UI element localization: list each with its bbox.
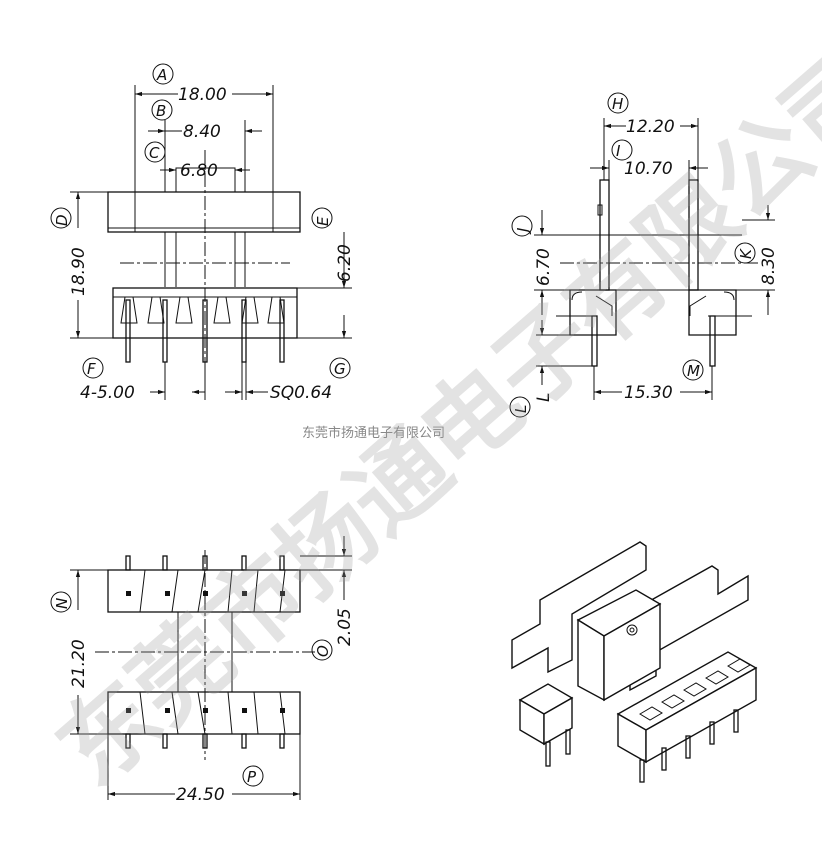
dim-o-value: 2.05	[335, 608, 355, 646]
dim-g-letter: G	[334, 360, 346, 378]
dim-m-letter: M	[687, 362, 700, 380]
dim-i-letter: I	[616, 142, 621, 160]
dim-e-letter: E	[314, 216, 332, 226]
company-caption: 东莞市扬通电子有限公司	[302, 425, 445, 441]
dim-a-value: 18.00	[178, 85, 227, 105]
dim-j-value: 6.70	[534, 248, 554, 286]
dim-e-value: 6.20	[335, 244, 355, 282]
isometric-view	[511, 541, 758, 783]
dim-a-letter: A	[156, 66, 167, 84]
dim-i-value: 10.70	[624, 159, 673, 179]
dim-b-value: 8.40	[183, 122, 221, 142]
front-view: 18.00 A 8.40 B 6.80 C 18.90 D 6.20 E	[50, 63, 355, 403]
side-view: 12.20 H 10.70 I 6.70 J 8.30 K L L	[509, 92, 779, 418]
dim-d-value: 18.90	[69, 247, 89, 296]
dim-o-letter: O	[314, 645, 332, 657]
dim-b-letter: B	[156, 102, 166, 120]
dim-l-letter: L	[512, 405, 530, 413]
dim-h-value: 12.20	[626, 117, 675, 137]
dim-k-letter: K	[737, 248, 755, 259]
dim-f-value: 4-5.00	[80, 383, 135, 403]
dim-p-value: 24.50	[176, 785, 225, 805]
bottom-view: 21.20 N 2.05 O 24.50 P	[50, 536, 355, 805]
dim-d-letter: D	[53, 214, 71, 226]
dim-l-value: L	[534, 393, 554, 402]
dim-p-letter: P	[247, 768, 257, 786]
dim-c-value: 6.80	[180, 161, 218, 181]
dim-n-letter: N	[53, 598, 71, 609]
dim-k-value: 8.30	[759, 247, 779, 285]
dim-f-letter: F	[87, 360, 96, 378]
dim-j-letter: J	[514, 228, 532, 235]
dim-c-letter: C	[149, 144, 160, 162]
dim-g-value: SQ0.64	[270, 383, 332, 403]
dim-m-value: 15.30	[624, 383, 673, 403]
dim-n-value: 21.20	[69, 639, 89, 688]
dim-h-letter: H	[612, 95, 623, 113]
